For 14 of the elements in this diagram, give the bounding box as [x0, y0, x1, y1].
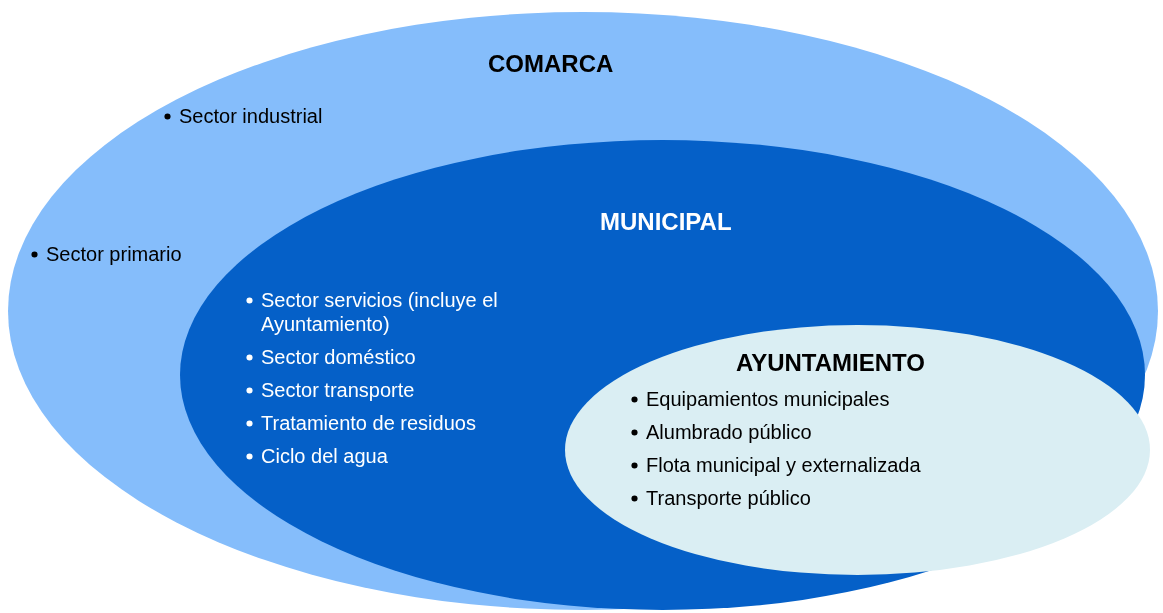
- bullet-item: Flota municipal y externalizada: [630, 453, 990, 477]
- bullet-item: Transporte público: [630, 486, 990, 510]
- bullet-item: Sector doméstico: [245, 345, 545, 369]
- bullet-item: Alumbrado público: [630, 420, 990, 444]
- bullet-item: Ciclo del agua: [245, 444, 545, 468]
- bullet-item: Tratamiento de residuos: [245, 411, 545, 435]
- region-title: AYUNTAMIENTO: [736, 349, 925, 377]
- bullet-item: Sector industrial: [163, 104, 323, 128]
- bullet-item: Sector servicios (incluye el Ayuntamiento): [245, 288, 545, 336]
- bullet-item: Equipamientos municipales: [630, 387, 990, 411]
- bullet-item: Sector primario: [30, 242, 182, 266]
- region-title: MUNICIPAL: [600, 208, 732, 236]
- region-title: COMARCA: [488, 50, 614, 78]
- bullet-item: Sector transporte: [245, 378, 545, 402]
